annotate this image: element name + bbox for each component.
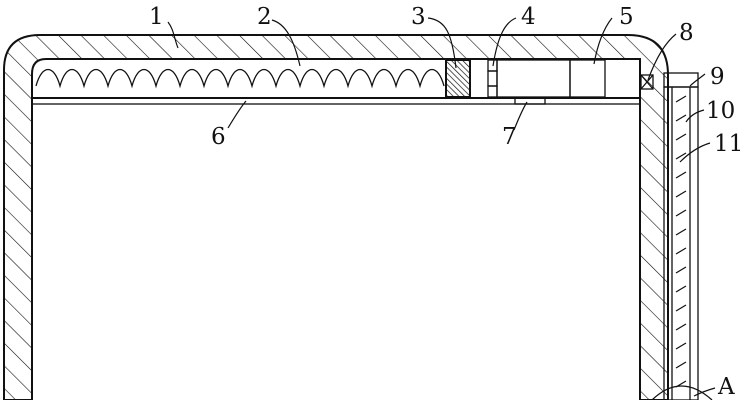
rod-tick (675, 323, 687, 331)
detail-circle-a (651, 385, 713, 400)
plate-6 (31, 97, 641, 105)
label-6: 6 (211, 124, 226, 150)
inner-channel (31, 58, 641, 99)
tube-10 (663, 86, 699, 400)
rod-tick (675, 361, 687, 369)
rod-tick (675, 209, 687, 217)
slot-7 (514, 97, 546, 105)
block-3 (445, 59, 471, 98)
label-8: 8 (679, 20, 694, 46)
block-5 (569, 59, 606, 98)
label-10: 10 (706, 98, 735, 124)
rod-tick (675, 285, 687, 293)
rod-tick (675, 152, 687, 160)
rod-tick (675, 342, 687, 350)
rod-tick (675, 95, 687, 103)
rod-tick (675, 190, 687, 198)
cap-9 (663, 72, 699, 88)
rod-tick (675, 114, 687, 122)
rod-tick (675, 266, 687, 274)
label-a: A (717, 374, 735, 400)
wavy-spring (35, 68, 445, 89)
label-4: 4 (521, 4, 536, 30)
label-3: 3 (411, 4, 426, 30)
block-8 (640, 74, 654, 90)
rod-tick (675, 304, 687, 312)
label-9: 9 (710, 64, 725, 90)
rod-tick (675, 228, 687, 236)
label-7: 7 (502, 124, 517, 150)
label-5: 5 (619, 4, 634, 30)
rod-tick (675, 133, 687, 141)
rod-tick (675, 171, 687, 179)
label-1: 1 (149, 4, 164, 30)
rod-tick (675, 247, 687, 255)
rod-11-ticks (675, 95, 687, 388)
label-2: 2 (257, 4, 272, 30)
label-11: 11 (714, 131, 743, 157)
